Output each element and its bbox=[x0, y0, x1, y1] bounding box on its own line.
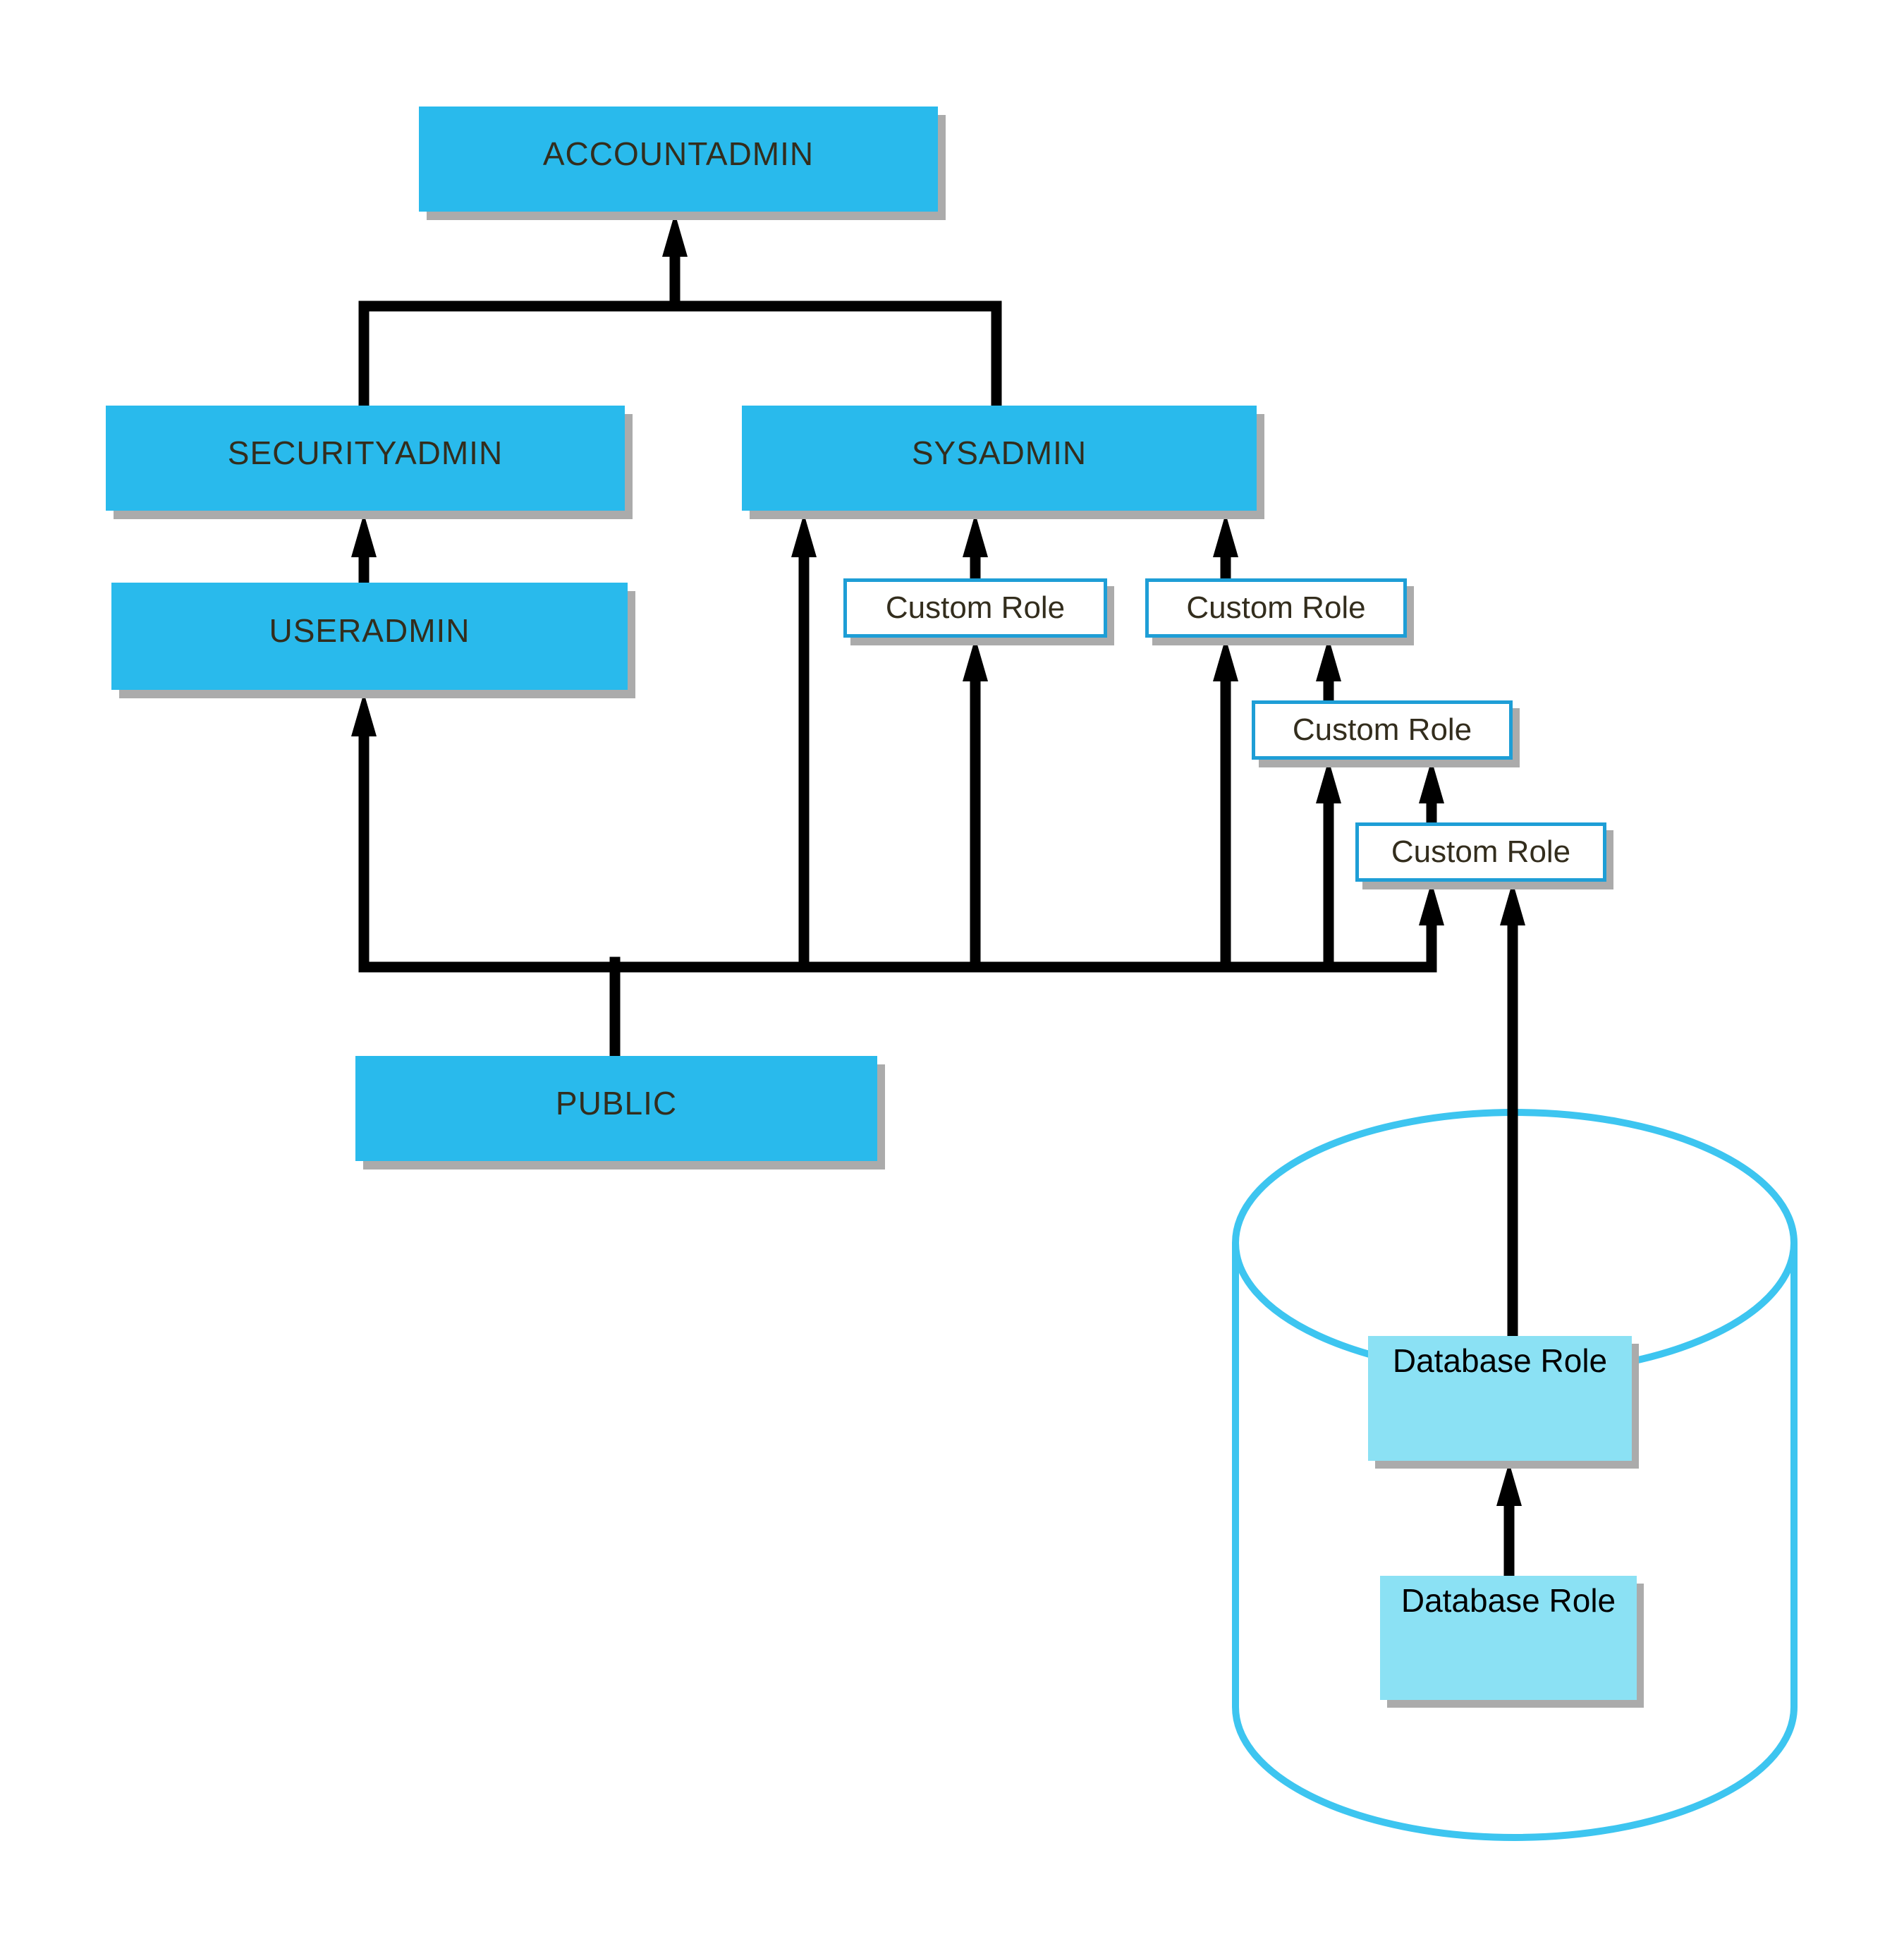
node-custom-role-1: Custom Role bbox=[843, 578, 1107, 638]
node-public: PUBLIC bbox=[355, 1056, 877, 1161]
connector-public-to-useradmin bbox=[351, 693, 377, 973]
node-useradmin: USERADMIN bbox=[111, 583, 628, 690]
node-securityadmin: SECURITYADMIN bbox=[106, 406, 625, 511]
node-sysadmin-label: SYSADMIN bbox=[911, 434, 1087, 471]
node-accountadmin-label: ACCOUNTADMIN bbox=[542, 135, 814, 172]
connector-public-to-sysadmin bbox=[791, 514, 817, 973]
node-database-role-2: Database Role bbox=[1380, 1576, 1637, 1700]
node-custom-role-3: Custom Role bbox=[1252, 700, 1513, 760]
node-database-role-2-label: Database Role bbox=[1400, 1582, 1616, 1619]
node-public-label: PUBLIC bbox=[555, 1084, 678, 1122]
connector-custom-role-2-to-sysadmin bbox=[1213, 514, 1238, 586]
connector-public-to-custom-role-3 bbox=[1316, 760, 1341, 973]
connector-database-role-2-to-database-role-1 bbox=[1496, 1462, 1522, 1583]
node-sysadmin: SYSADMIN bbox=[742, 406, 1257, 511]
node-custom-role-1-label: Custom Role bbox=[885, 590, 1066, 625]
node-custom-role-4-label: Custom Role bbox=[1391, 834, 1571, 869]
node-useradmin-label: USERADMIN bbox=[269, 612, 470, 649]
connector-public-to-custom-role-4 bbox=[1419, 882, 1444, 973]
connector-database-role-to-custom-role-4 bbox=[1500, 882, 1525, 1343]
connector-public-to-custom-role-2 bbox=[1213, 638, 1238, 973]
connector-custom-role-1-to-sysadmin bbox=[963, 514, 988, 586]
node-accountadmin: ACCOUNTADMIN bbox=[419, 107, 938, 212]
connector-custom-role-4-to-custom-role-3 bbox=[1419, 760, 1444, 830]
node-custom-role-4: Custom Role bbox=[1355, 822, 1606, 882]
node-custom-role-3-label: Custom Role bbox=[1292, 712, 1472, 747]
node-securityadmin-label: SECURITYADMIN bbox=[227, 434, 504, 471]
connector-useradmin-to-securityadmin bbox=[351, 514, 377, 588]
node-custom-role-2: Custom Role bbox=[1145, 578, 1407, 638]
connector-custom-role-3-to-custom-role-2 bbox=[1316, 638, 1341, 708]
node-database-role-1-label: Database Role bbox=[1392, 1342, 1608, 1379]
connector-admins-to-accountadmin bbox=[358, 213, 1002, 413]
connector-public-rail bbox=[358, 956, 1437, 1062]
node-custom-role-2-label: Custom Role bbox=[1186, 590, 1366, 625]
node-database-role-1: Database Role bbox=[1368, 1336, 1632, 1461]
connector-public-to-custom-role-1 bbox=[963, 638, 988, 973]
